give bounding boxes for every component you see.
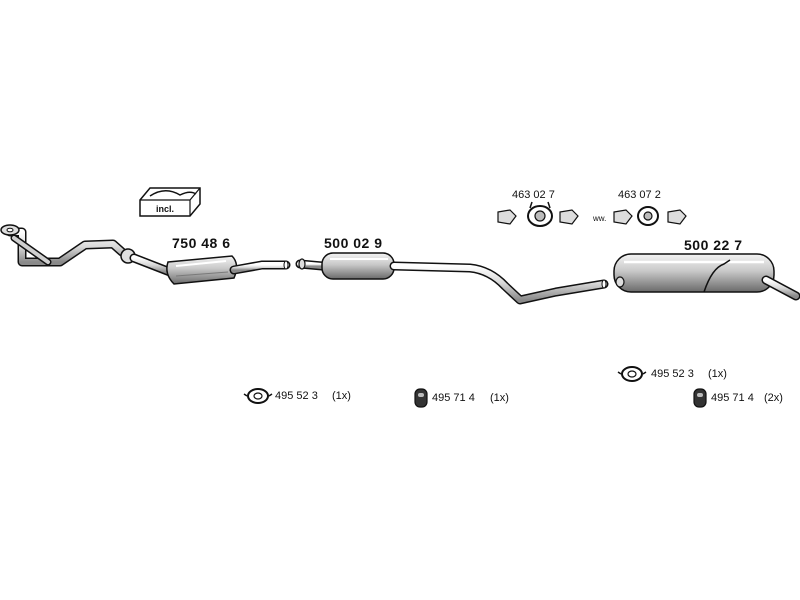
clamp-kit-b	[613, 206, 687, 226]
hardware-qty-3: (1x)	[708, 368, 727, 380]
catalytic-converter	[120, 248, 291, 285]
part-label-clamp-b: 463 07 2	[618, 189, 661, 201]
hardware-part-4: 495 71 4	[711, 392, 754, 404]
incl-gasket-box: incl.	[139, 187, 201, 217]
part-label-catalytic-converter: 750 48 6	[172, 235, 231, 251]
front-silencer	[295, 252, 609, 305]
hardware-part-2: 495 71 4	[432, 392, 475, 404]
part-label-rear-silencer: 500 22 7	[684, 237, 743, 253]
front-pipe	[0, 224, 127, 267]
rubber-mount-icon	[414, 388, 428, 408]
rubber-mount-icon	[693, 388, 707, 408]
leader-dots: ww.	[592, 214, 606, 223]
clamp-kit-a	[497, 201, 579, 227]
hardware-part-3: 495 52 3	[651, 368, 694, 380]
incl-label: incl.	[156, 204, 174, 214]
part-label-clamp-a: 463 02 7	[512, 189, 555, 201]
rear-silencer	[613, 253, 800, 301]
hardware-qty-2: (1x)	[490, 392, 509, 404]
hardware-qty-1: (1x)	[332, 390, 351, 402]
hardware-qty-4: (2x)	[764, 392, 783, 404]
gasket-icon	[617, 366, 647, 382]
gasket-icon	[243, 388, 273, 404]
hardware-part-1: 495 52 3	[275, 390, 318, 402]
part-label-front-silencer: 500 02 9	[324, 235, 383, 251]
